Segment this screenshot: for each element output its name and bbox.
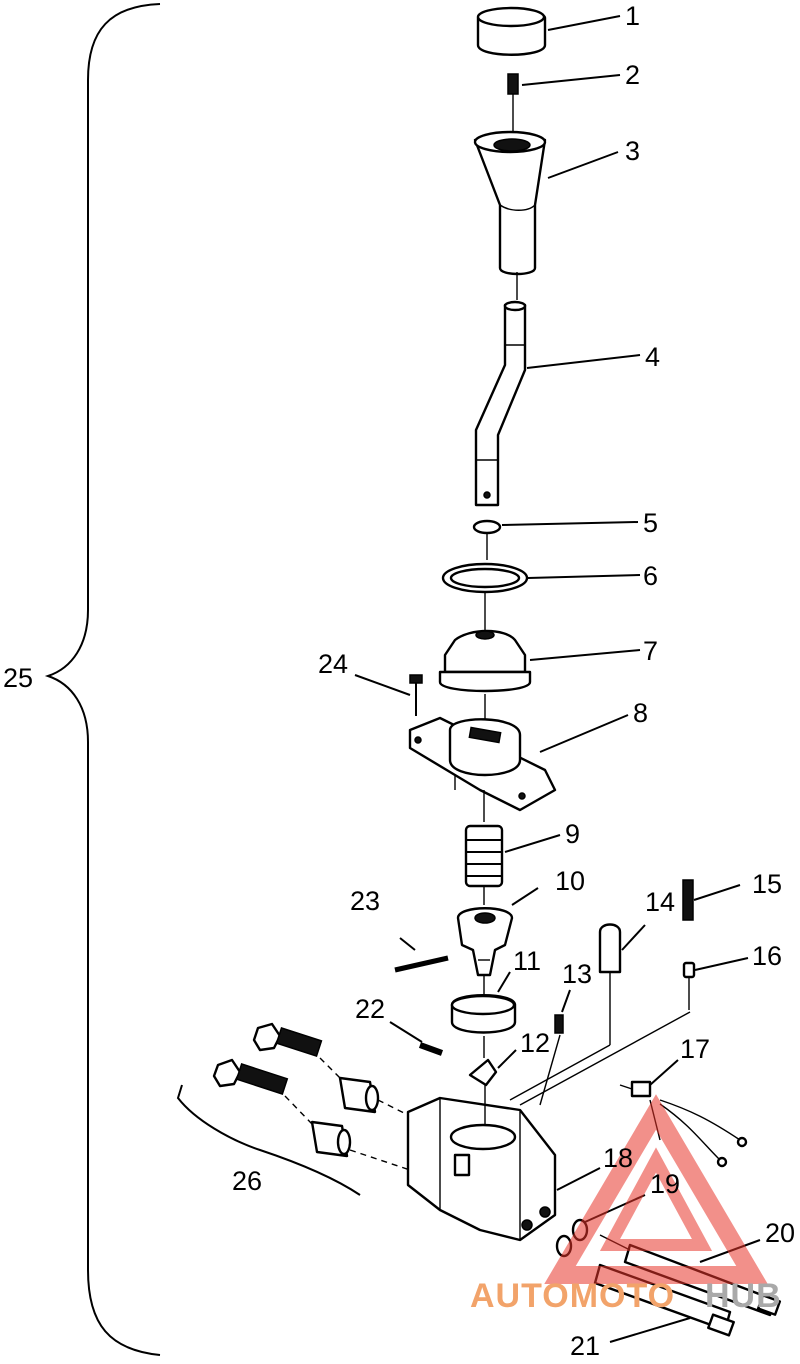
part-22-roll-pin xyxy=(418,1042,444,1056)
part-2-set-screw xyxy=(507,73,519,140)
part-4-shift-lever xyxy=(474,300,527,507)
callout-19: 19 xyxy=(650,1169,680,1199)
callout-13: 13 xyxy=(562,959,592,989)
part-23-pin xyxy=(394,955,449,973)
callout-6: 6 xyxy=(643,561,658,591)
part-18-shift-housing xyxy=(406,1096,557,1242)
callout-26: 26 xyxy=(232,1166,262,1196)
callout-12: 12 xyxy=(520,1028,550,1058)
callout-5: 5 xyxy=(643,508,658,538)
part-15-spring xyxy=(682,879,694,921)
callout-23: 23 xyxy=(350,886,380,916)
callout-21: 21 xyxy=(570,1331,600,1359)
assembly-lines xyxy=(284,886,691,1251)
part-26-brace xyxy=(176,1084,361,1196)
part-26-bolts-spacers xyxy=(212,1022,380,1158)
part-17-switch xyxy=(619,1080,748,1168)
callout-9: 9 xyxy=(565,819,580,849)
watermark-text-part2: HUB xyxy=(705,1277,782,1315)
callout-2: 2 xyxy=(625,60,640,90)
part-3-handle-grip xyxy=(473,130,547,276)
callout-16: 16 xyxy=(752,941,782,971)
part-6-boot-ring xyxy=(441,562,529,594)
part-14-plunger xyxy=(598,923,622,1045)
callout-10: 10 xyxy=(555,866,585,896)
watermark-text-part1: AUTOMOTO xyxy=(470,1277,675,1315)
part-11-detent-ring xyxy=(450,994,517,1034)
callout-14: 14 xyxy=(645,887,675,917)
leader-lines xyxy=(354,15,761,1343)
callout-4: 4 xyxy=(645,342,660,372)
callout-17: 17 xyxy=(680,1034,710,1064)
part-24-screw xyxy=(409,674,423,716)
part-10-pivot-block xyxy=(456,907,514,977)
callout-11: 11 xyxy=(513,946,541,976)
part-12-detent xyxy=(468,1058,498,1087)
part-9-spring xyxy=(464,824,504,888)
callout-labels: 1 2 3 4 5 6 7 8 9 10 11 12 13 14 15 16 1… xyxy=(3,1,795,1361)
part-1-knob-cap xyxy=(476,6,547,56)
part-13-spring xyxy=(554,1014,564,1034)
assembly-brace xyxy=(44,3,161,1356)
part-16-ball xyxy=(682,961,696,1010)
callout-3: 3 xyxy=(625,136,640,166)
watermark-logo: AUTOMOTO HUB xyxy=(470,1094,782,1315)
callout-24: 24 xyxy=(318,649,348,679)
callout-25: 25 xyxy=(3,663,33,693)
callout-20: 20 xyxy=(765,1218,795,1248)
callout-7: 7 xyxy=(643,636,658,666)
part-5-washer xyxy=(472,519,502,535)
callout-15: 15 xyxy=(752,869,782,899)
callout-18: 18 xyxy=(603,1143,633,1173)
part-7-boot xyxy=(438,629,532,693)
callout-8: 8 xyxy=(633,698,648,728)
part-8-top-plate xyxy=(408,716,557,812)
callout-22: 22 xyxy=(355,994,385,1024)
callout-1: 1 xyxy=(625,1,640,31)
